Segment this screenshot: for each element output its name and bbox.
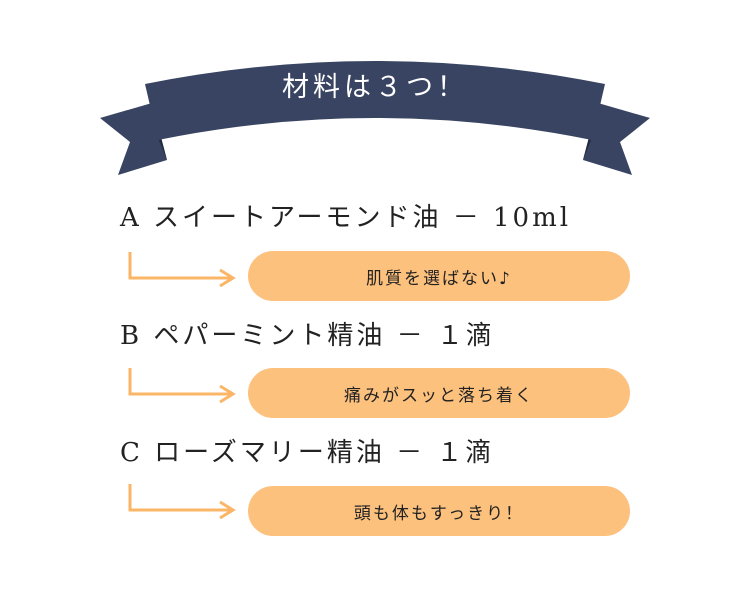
ribbon-right-tail: [583, 103, 650, 175]
ingredient-b-note: 痛みがスッと落ち着く: [248, 368, 630, 418]
ingredient-c-note: 頭も体もすっきり！: [248, 486, 630, 536]
ribbon-left-tail: [100, 103, 167, 175]
elbow-arrow-icon: [128, 252, 236, 288]
elbow-arrow-icon: [128, 484, 236, 520]
ribbon-banner: [100, 61, 650, 175]
elbow-arrow-icon: [128, 368, 236, 404]
ingredient-a-note: 肌質を選ばない♪: [248, 251, 630, 301]
ribbon-main-band: [145, 61, 605, 140]
banner-title: 材料は３つ！: [282, 72, 468, 103]
ingredient-c-name: C ローズマリー精油 － １滴: [120, 438, 495, 468]
ingredient-b-name: B ペパーミント精油 － １滴: [120, 321, 495, 351]
ingredient-a-name: A スイートアーモンド油 － 10ml: [120, 203, 572, 233]
